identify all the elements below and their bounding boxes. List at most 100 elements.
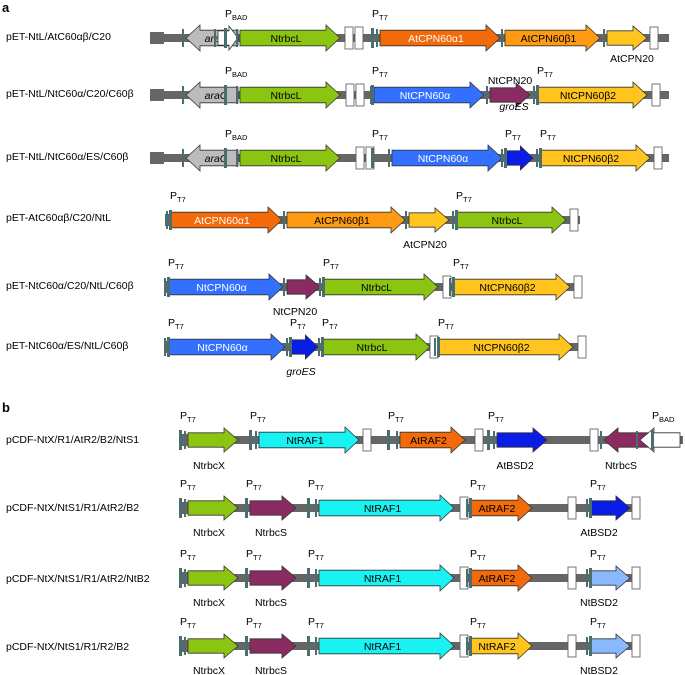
- construct-label: pET-NtC60α/ES/NtL/C60β: [6, 340, 129, 352]
- gene-arrow: NtrbcL: [236, 24, 341, 52]
- svg-text:PT7: PT7: [168, 257, 184, 271]
- promoter-pt7: PT7: [437, 317, 454, 357]
- gene-arrow: araC: [182, 81, 239, 109]
- promoter-pt7: PT7: [179, 478, 196, 518]
- gene-arrow: [486, 82, 531, 108]
- svg-text:PT7: PT7: [308, 478, 324, 492]
- promoter-pt7: PT7: [387, 410, 404, 450]
- terminator: [649, 26, 659, 50]
- construct-label: pET-NtL/AtC60αβ/C20: [6, 31, 111, 43]
- svg-text:PT7: PT7: [388, 410, 404, 424]
- construct-label: pCDF-NtX/NtS1/R1/AtR2/NtB2: [6, 573, 150, 585]
- gene-arrow: [184, 495, 239, 521]
- gene-label: araC: [205, 90, 228, 102]
- gene-label: NtrbcL: [492, 215, 523, 227]
- svg-text:PT7: PT7: [250, 410, 266, 424]
- gene-label-below: NtrbcX: [193, 460, 225, 472]
- gene-label: AtCPN60β1: [521, 33, 577, 45]
- gene-arrow: NtCPN60β2: [533, 81, 648, 109]
- promoter-pt7: PT7: [245, 548, 262, 588]
- promoter-pt7: PT7: [504, 128, 521, 168]
- promoter-pt7: PT7: [167, 317, 184, 357]
- gene-label: NtrbcL: [271, 33, 302, 45]
- gene-label-below: NtCPN20: [488, 75, 533, 87]
- gene-label: AtCPN60β1: [314, 215, 370, 227]
- terminator: [573, 275, 583, 299]
- gene-label: NtrbcL: [357, 342, 388, 354]
- gene-label-below: NtrbcS: [255, 527, 287, 539]
- gene-arrow: [586, 565, 631, 591]
- gene-label: NtRAF2: [478, 641, 516, 653]
- terminator: [589, 428, 599, 452]
- backbone-end: [150, 32, 164, 44]
- promoter-pt7: PT7: [371, 128, 388, 168]
- gene-arrow: [636, 427, 681, 453]
- gene-arrow: NtCPN60α: [164, 333, 286, 361]
- promoter-pt7: PT7: [455, 190, 472, 230]
- terminator: [362, 428, 372, 452]
- gene-arrow: [286, 334, 319, 360]
- gene-arrow: NtCPN60β2: [449, 273, 571, 301]
- gene-label-below: NtrbcS: [255, 597, 287, 609]
- svg-text:PT7: PT7: [438, 317, 454, 331]
- gene-arrow: [214, 24, 239, 52]
- promoter-pt7: PT7: [589, 548, 606, 588]
- svg-text:PT7: PT7: [180, 410, 196, 424]
- svg-text:PT7: PT7: [470, 548, 486, 562]
- gene-arrow: AtRAF2: [466, 564, 533, 592]
- gene-arrow: NtRAF1: [315, 494, 455, 522]
- promoter-pt7: PT7: [307, 478, 324, 518]
- gene-label-below: NtBSD2: [580, 665, 618, 675]
- gene-arrow: NtrbcL: [452, 206, 567, 234]
- svg-text:PT7: PT7: [322, 317, 338, 331]
- gene-arrow: [405, 207, 450, 233]
- promoter-pt7: PT7: [167, 257, 184, 297]
- promoter-pt7: PT7: [179, 410, 196, 450]
- svg-text:PT7: PT7: [470, 616, 486, 630]
- svg-text:PT7: PT7: [488, 410, 504, 424]
- promoter-pt7: PT7: [536, 65, 553, 105]
- gene-arrow: NtCPN60α: [370, 81, 485, 109]
- svg-text:PT7: PT7: [180, 478, 196, 492]
- gene-label: NtCPN60α: [196, 282, 246, 294]
- svg-text:PT7: PT7: [308, 548, 324, 562]
- terminator: [631, 566, 641, 590]
- gene-arrow: NtRAF2: [466, 632, 533, 660]
- gene-arrow: [600, 427, 651, 453]
- promoter-pbad: PBAD: [651, 410, 675, 450]
- promoter-pt7: PT7: [322, 257, 339, 297]
- gene-label: AtRAF2: [479, 503, 516, 515]
- terminator: [631, 496, 641, 520]
- gene-arrow: [246, 565, 297, 591]
- svg-text:PT7: PT7: [372, 65, 388, 79]
- promoter-pbad: PBAD: [224, 65, 248, 105]
- construct-label: pET-NtL/NtC60α/ES/C60β: [6, 151, 129, 163]
- gene-label: NtCPN60α: [400, 90, 450, 102]
- promoter-pt7: PT7: [245, 478, 262, 518]
- gene-label-below: NtCPN20: [273, 306, 318, 318]
- promoter-pt7: PT7: [179, 616, 196, 656]
- gene-label-below: AtCPN20: [610, 53, 654, 65]
- svg-text:PT7: PT7: [456, 190, 472, 204]
- gene-label: NtCPN60β2: [473, 342, 529, 354]
- gene-label: NtRAF1: [364, 573, 402, 585]
- panel-label-b: b: [2, 400, 10, 415]
- gene-label: NtCPN60β2: [560, 90, 616, 102]
- construct-label: pCDF-NtX/NtS1/R1/R2/B2: [6, 641, 130, 653]
- svg-text:PT7: PT7: [246, 548, 262, 562]
- gene-arrow: NtCPN60α: [164, 273, 284, 301]
- terminator: [577, 335, 587, 359]
- gene-label-below: NtBSD2: [580, 597, 618, 609]
- promoter-pt7: PT7: [169, 190, 186, 230]
- construct-label: pET-NtL/NtC60α/C20/C60β: [6, 88, 134, 100]
- terminator: [653, 146, 663, 170]
- gene-label-below: NtrbcX: [193, 597, 225, 609]
- promoter-pt7: PT7: [469, 548, 486, 588]
- gene-arrow: [184, 633, 239, 659]
- construct-map: araCNtrbcLAtCPN60α1AtCPN60β1AtCPN20: [150, 24, 669, 65]
- svg-text:PT7: PT7: [168, 317, 184, 331]
